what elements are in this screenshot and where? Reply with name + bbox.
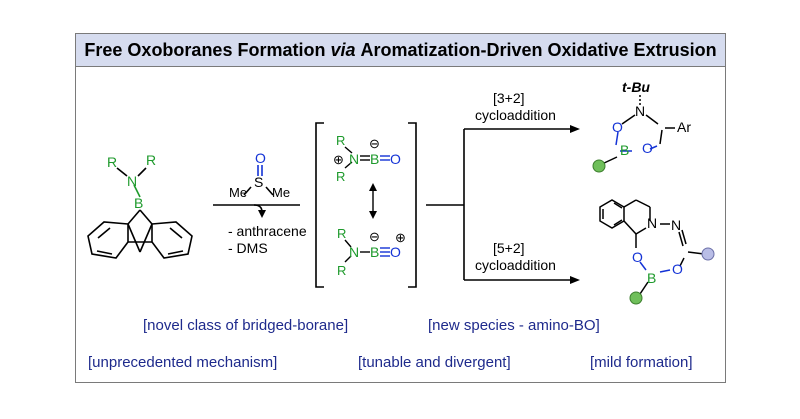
int-top-double-bonds [360, 155, 390, 161]
intermediate-bottom-bonds [344, 239, 352, 263]
int-top-nitrogen: N [349, 151, 359, 167]
figure-frame [75, 33, 726, 383]
tag-unprecedented-mechanism: [unprecedented mechanism] [88, 354, 278, 371]
p52-oxygen-left: O [632, 249, 643, 265]
arrowhead-5-2 [570, 276, 580, 284]
intermediate-bracket [315, 122, 417, 288]
label-5-2: [5+2] [493, 240, 525, 256]
byproduct-arrowhead [258, 210, 266, 218]
tag-tunable-divergent: [tunable and divergent] [358, 354, 511, 371]
bridged-borane-starting-material [87, 167, 193, 259]
reaction-arrow-1 [213, 204, 300, 213]
int-top-r-lower: R [336, 169, 345, 184]
sm-r-left: R [107, 154, 117, 170]
p32-aryl: Ar [677, 119, 691, 135]
int-top-boron: B [370, 151, 379, 167]
p52-nitrogen-1: N [647, 215, 657, 231]
p52-boron: B [647, 270, 656, 286]
title-part-2: Aromatization-Driven Oxidative Extrusion [360, 39, 717, 60]
tag-new-species-amino-bo: [new species - amino-BO] [428, 317, 600, 334]
figure-title: Free Oxoboranes Formation via Aromatizat… [75, 33, 726, 67]
p32-tbu: t-Bu [622, 79, 650, 95]
int-bottom-oxygen: O [390, 244, 401, 260]
p52-oxygen-right: O [672, 261, 683, 277]
dmso-sulfur: S [254, 174, 263, 190]
p32-nitrogen: N [635, 103, 645, 119]
tag-novel-bridged-borane: [novel class of bridged-borane] [143, 317, 349, 334]
resonance-arrowhead-down [369, 211, 377, 219]
label-3-2: [3+2] [493, 90, 525, 106]
arrowhead-3-2 [570, 125, 580, 133]
p52-nitrogen-2: N [671, 217, 681, 233]
p32-oxygen-right: O [642, 140, 653, 156]
int-top-oxygen: O [390, 151, 401, 167]
int-top-n-plus-charge: ⊕ [333, 152, 344, 167]
int-bottom-r-lower: R [337, 263, 346, 278]
tag-mild-formation: [mild formation] [590, 354, 693, 371]
dmso-reagent [243, 165, 274, 196]
title-part-1: Free Oxoboranes Formation [84, 39, 326, 60]
int-bottom-bonds [360, 247, 390, 257]
p32-substituent-dot [592, 159, 606, 173]
dmso-methyl-left: Me [229, 185, 247, 200]
product-3-2-bonds [601, 95, 675, 165]
p32-oxygen-left: O [612, 119, 623, 135]
divergent-arrows [426, 128, 572, 281]
int-bottom-boron: B [370, 244, 379, 260]
sm-boron: B [134, 195, 143, 211]
title-via: via [330, 39, 356, 60]
sm-nitrogen: N [127, 173, 137, 189]
product-5-2-bonds [599, 199, 705, 295]
byproduct-anthracene: - anthracene [228, 223, 307, 239]
p32-boron: B [620, 142, 629, 158]
int-bottom-nitrogen: N [349, 244, 359, 260]
dmso-methyl-right: Me [272, 185, 290, 200]
intermediate-top-bonds [344, 146, 353, 169]
sm-r-right: R [146, 152, 156, 168]
resonance-arrowhead-up [369, 183, 377, 191]
label-3-2-cycloaddition: cycloaddition [475, 107, 556, 123]
dmso-oxygen: O [255, 150, 266, 166]
p52-substituent-dot-lilac [701, 247, 715, 261]
int-top-b-minus-charge: ⊖ [369, 136, 380, 151]
p52-substituent-dot-green [629, 291, 643, 305]
int-bottom-r-upper: R [337, 226, 346, 241]
int-top-r-upper: R [336, 133, 345, 148]
label-5-2-cycloaddition: cycloaddition [475, 257, 556, 273]
byproduct-dms: - DMS [228, 240, 268, 256]
int-bottom-o-plus-charge: ⊕ [395, 230, 406, 245]
int-bottom-b-minus-charge: ⊖ [369, 229, 380, 244]
